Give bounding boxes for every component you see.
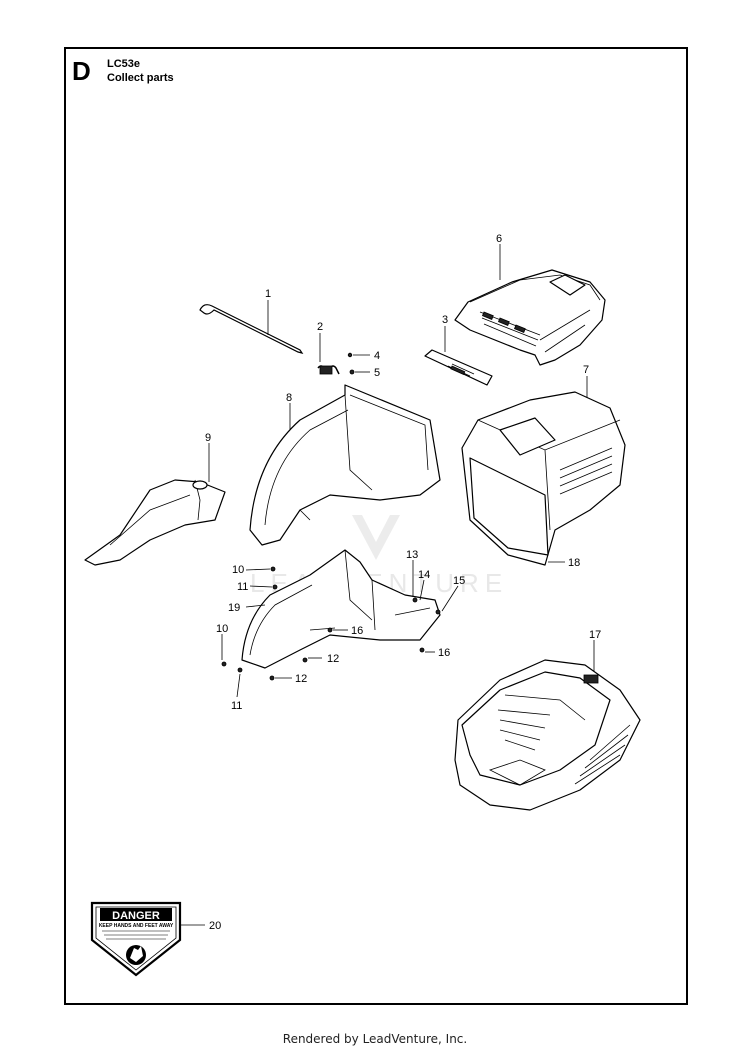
- callout-19: 19: [228, 602, 240, 614]
- callout-14: 14: [418, 569, 430, 581]
- diagram-title: Collect parts: [107, 72, 174, 84]
- callout-13: 13: [406, 549, 418, 561]
- part-chute-side[interactable]: [249, 384, 441, 546]
- footer-credit: Rendered by LeadVenture, Inc.: [282, 1032, 468, 1046]
- callout-10a: 10: [232, 564, 244, 576]
- callout-1: 1: [265, 288, 271, 300]
- part-screw-4[interactable]: [347, 352, 353, 358]
- part-washer-5[interactable]: [349, 369, 355, 375]
- section-letter: D: [72, 56, 91, 86]
- callout-18: 18: [568, 557, 580, 569]
- callout-7: 7: [583, 364, 589, 376]
- callout-16a: 16: [351, 625, 363, 637]
- callout-16b: 16: [438, 647, 450, 659]
- leader-lines: [180, 244, 595, 926]
- hardware-fasteners[interactable]: [221, 566, 441, 681]
- callout-2: 2: [317, 321, 323, 333]
- part-grass-basket[interactable]: [454, 659, 641, 811]
- part-bag-frame[interactable]: [461, 391, 626, 566]
- part-spring[interactable]: [317, 365, 340, 375]
- callout-12b: 12: [295, 673, 307, 685]
- callout-8: 8: [286, 392, 292, 404]
- callout-17: 17: [589, 629, 601, 641]
- part-rod[interactable]: [199, 304, 304, 354]
- callout-4: 4: [374, 350, 380, 362]
- model-name: LC53e: [107, 58, 141, 70]
- decal-heading: DANGER: [112, 910, 160, 922]
- callout-11a: 11: [237, 581, 248, 593]
- danger-decal[interactable]: DANGER KEEP HANDS AND FEET AWAY: [90, 901, 182, 977]
- diagram-frame: [64, 47, 688, 1005]
- callout-labels: 1 2 3 4 5 6 7 8 9 10 11 12 13 14 15 16 1…: [205, 233, 601, 932]
- part-lower-chute[interactable]: [241, 549, 441, 669]
- decal-line1: KEEP HANDS AND FEET AWAY: [99, 923, 174, 929]
- part-handle[interactable]: [424, 349, 493, 386]
- part-bracket[interactable]: [84, 479, 226, 566]
- callout-20: 20: [209, 920, 221, 932]
- callout-9: 9: [205, 432, 211, 444]
- callout-5: 5: [374, 367, 380, 379]
- part-top-lid[interactable]: [454, 269, 606, 366]
- callout-15: 15: [453, 575, 465, 587]
- callout-6: 6: [496, 233, 502, 245]
- callout-11b: 11: [231, 700, 242, 712]
- callout-12a: 12: [327, 653, 339, 665]
- callout-3: 3: [442, 314, 448, 326]
- callout-10b: 10: [216, 623, 228, 635]
